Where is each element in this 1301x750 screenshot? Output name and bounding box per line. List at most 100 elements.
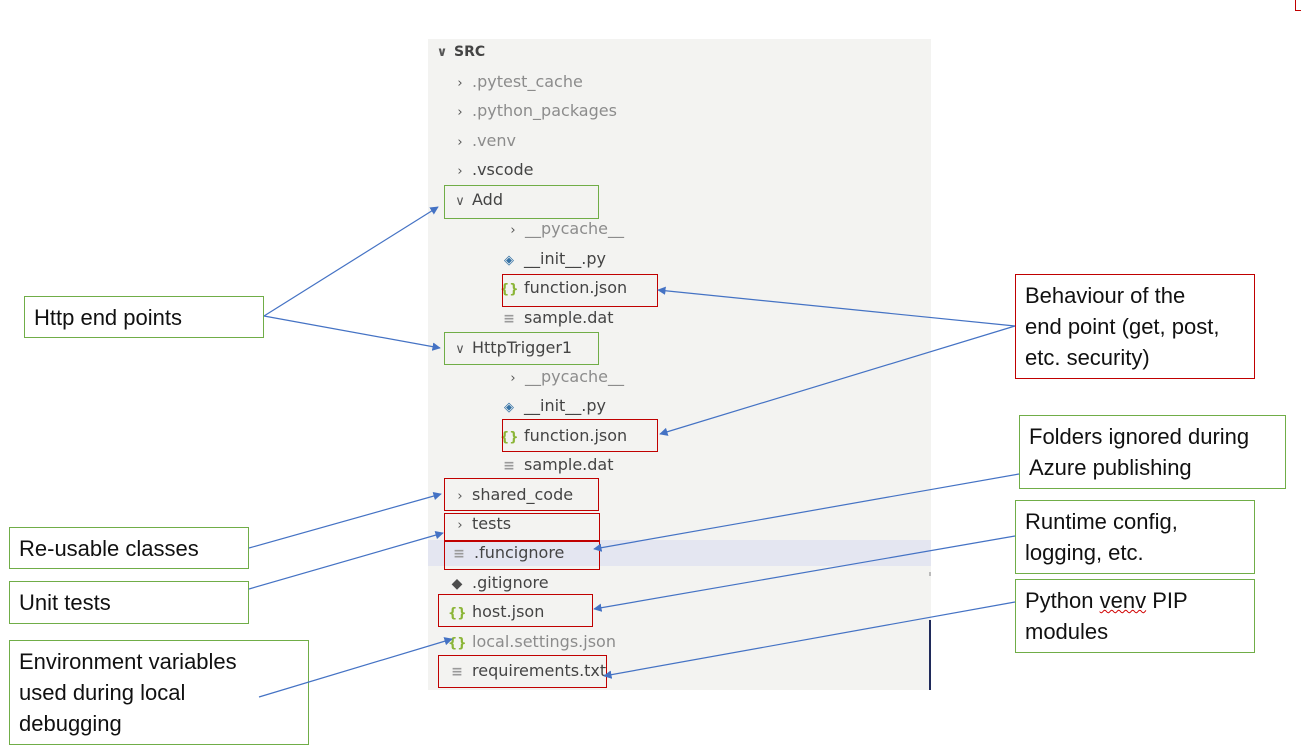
callout-text-line1: Runtime config,	[1025, 509, 1178, 534]
tree-item-add-init-py[interactable]: ◈ __init__.py	[500, 246, 606, 272]
tree-item-label: HttpTrigger1	[472, 338, 573, 357]
tree-item-label: Add	[472, 190, 503, 209]
text-lines-icon: ≡	[503, 311, 515, 327]
arrow-http-to-add	[263, 206, 439, 317]
tree-item-pytest-cache[interactable]: › .pytest_cache	[452, 69, 583, 95]
tree-item-label: __pycache__	[525, 219, 625, 238]
tree-item-label: .python_packages	[472, 101, 617, 120]
tree-item-funcignore[interactable]: ≡ .funcignore	[428, 540, 931, 566]
callout-environment-variables: Environment variables used during local …	[9, 640, 309, 745]
chevron-right-icon: ›	[510, 371, 516, 386]
arrow-python-venv-to-requirements	[603, 601, 1016, 679]
tree-item-gitignore[interactable]: ◆ .gitignore	[448, 570, 549, 596]
callout-python-venv: Python venv PIP modules	[1015, 579, 1255, 653]
tree-item-http-init-py[interactable]: ◈ __init__.py	[500, 393, 606, 419]
arrow-folders-ignored-to-funcignore	[593, 473, 1020, 552]
callout-text-line1: Folders ignored during	[1029, 424, 1250, 449]
callout-text-line2: end point (get, post,	[1025, 314, 1220, 339]
tree-item-label: .pytest_cache	[472, 72, 583, 91]
callout-text-line2: logging, etc.	[1025, 540, 1144, 565]
tree-item-requirements-txt[interactable]: ≡requirements.txt	[448, 658, 606, 684]
callout-unit-tests: Unit tests	[9, 581, 249, 624]
callout-text: Http end points	[34, 305, 182, 330]
panel-edge-line	[929, 620, 931, 690]
tree-item-label: function.json	[524, 426, 628, 445]
chevron-down-icon: ∨	[436, 45, 448, 60]
tree-item-shared-code[interactable]: ›shared_code	[452, 482, 573, 508]
tree-item-add-pycache[interactable]: › __pycache__	[505, 216, 624, 242]
callout-text-line1: Behaviour of the	[1025, 283, 1186, 308]
tree-item-label: function.json	[524, 278, 628, 297]
tree-item-label: tests	[472, 514, 512, 533]
chevron-down-icon: ∨	[455, 194, 465, 209]
tree-item-add-sample-dat[interactable]: ≡ sample.dat	[500, 305, 614, 331]
callout-text-line2: Azure publishing	[1029, 455, 1192, 480]
callout-text-line2: modules	[1025, 619, 1109, 644]
tree-item-label: .gitignore	[472, 573, 549, 592]
corner-mark	[1295, 0, 1301, 11]
chevron-down-icon: ∨	[455, 342, 465, 357]
chevron-right-icon: ›	[457, 489, 463, 504]
text-lines-icon: ≡	[503, 458, 515, 474]
arrow-reusable-to-shared-code	[248, 492, 442, 549]
callout-runtime-config: Runtime config, logging, etc.	[1015, 500, 1255, 574]
chevron-right-icon: ›	[510, 223, 516, 238]
callout-reusable-classes: Re-usable classes	[9, 527, 249, 569]
tree-item-httptrigger1-folder[interactable]: ∨ HttpTrigger1	[452, 335, 572, 361]
chevron-right-icon: ›	[457, 135, 463, 150]
arrow-runtime-to-host-json	[593, 535, 1016, 612]
callout-text-part: Python	[1025, 588, 1100, 613]
callout-folders-ignored: Folders ignored during Azure publishing	[1019, 415, 1286, 489]
tree-item-label: .venv	[472, 131, 517, 150]
tree-item-label: sample.dat	[524, 455, 614, 474]
arrow-unit-tests-to-tests	[248, 531, 444, 590]
json-braces-icon: {}	[500, 430, 519, 445]
tree-item-label: __init__.py	[524, 249, 607, 268]
tree-item-label: __pycache__	[525, 367, 625, 386]
python-icon: ◈	[504, 253, 514, 268]
callout-http-end-points: Http end points	[24, 296, 264, 338]
tree-item-label: .vscode	[472, 160, 534, 179]
chevron-right-icon: ›	[457, 105, 463, 120]
callout-text-part: PIP	[1146, 588, 1188, 613]
tree-item-add-folder[interactable]: ∨ Add	[452, 187, 503, 213]
callout-text-part-spellcheck: venv	[1099, 588, 1147, 613]
arrow-http-to-httptrigger1	[263, 315, 441, 351]
arrow-env-to-local-settings	[258, 637, 453, 698]
callout-text-line3: debugging	[19, 711, 122, 736]
tree-item-host-json[interactable]: {} host.json	[448, 599, 544, 625]
callout-text-line2: used during local	[19, 680, 186, 705]
chevron-right-icon: ›	[457, 164, 463, 179]
section-title: SRC	[454, 44, 486, 60]
callout-text: Unit tests	[19, 590, 111, 615]
explorer-section-src[interactable]: ∨ SRC	[434, 39, 485, 65]
json-braces-icon: {}	[500, 282, 519, 297]
panel-divider	[929, 572, 931, 576]
tree-item-http-function-json[interactable]: {} function.json	[500, 423, 627, 449]
tree-item-python-packages[interactable]: › .python_packages	[452, 98, 617, 124]
tree-item-tests[interactable]: ›tests	[452, 511, 511, 537]
tree-item-label: local.settings.json	[472, 632, 616, 651]
tree-item-label: sample.dat	[524, 308, 614, 327]
text-lines-icon: ≡	[453, 546, 465, 562]
json-braces-icon: {}	[448, 606, 467, 621]
tree-item-label: __init__.py	[524, 396, 607, 415]
python-icon: ◈	[504, 400, 514, 415]
tree-item-vscode[interactable]: › .vscode	[452, 157, 533, 183]
callout-text-line3: etc. security)	[1025, 345, 1150, 370]
git-diamond-icon: ◆	[451, 576, 463, 592]
chevron-right-icon: ›	[457, 76, 463, 91]
tree-item-label: host.json	[472, 602, 545, 621]
callout-text-line1: Environment variables	[19, 649, 237, 674]
tree-item-http-sample-dat[interactable]: ≡ sample.dat	[500, 452, 614, 478]
arrow-behaviour-to-add-function-json	[657, 286, 1016, 327]
callout-text-line1: Python venv PIP	[1025, 585, 1245, 616]
tree-item-label: requirements.txt	[472, 661, 607, 680]
tree-item-label: .funcignore	[474, 543, 565, 562]
callout-text: Re-usable classes	[19, 536, 199, 561]
tree-item-add-function-json[interactable]: {} function.json	[500, 275, 627, 301]
tree-item-http-pycache[interactable]: › __pycache__	[505, 364, 624, 390]
tree-item-venv[interactable]: › .venv	[452, 128, 516, 154]
arrow-behaviour-to-http-function-json	[659, 325, 1016, 436]
